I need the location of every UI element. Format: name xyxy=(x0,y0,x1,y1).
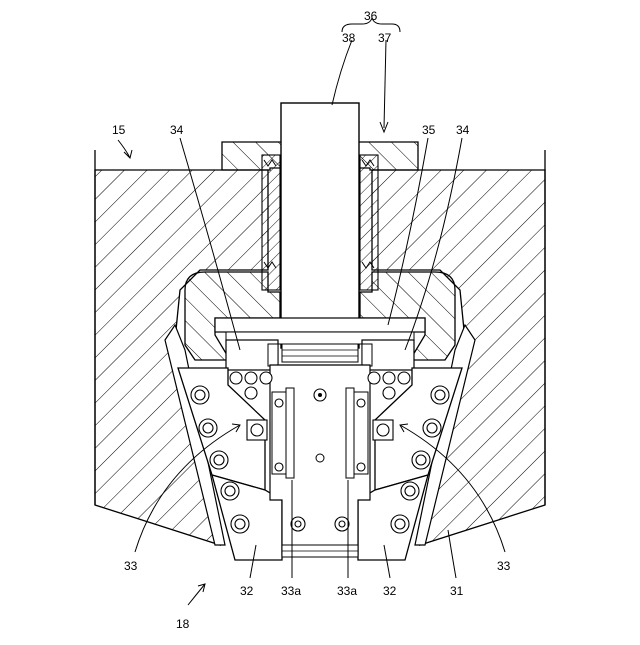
label-36: 36 xyxy=(364,9,378,23)
center-pin-lower xyxy=(316,454,324,462)
label-34-left: 34 xyxy=(170,123,184,137)
label-32-right: 32 xyxy=(383,584,397,598)
label-33a-left: 33a xyxy=(281,584,301,598)
label-15: 15 xyxy=(112,123,126,137)
label-35: 35 xyxy=(422,123,436,137)
label-18: 18 xyxy=(176,617,190,631)
label-33a-right: 33a xyxy=(337,584,357,598)
label-34-right: 34 xyxy=(456,123,470,137)
center-pin xyxy=(318,393,322,397)
label-38: 38 xyxy=(342,31,356,45)
label-33-left: 33 xyxy=(124,559,138,573)
label-37: 37 xyxy=(378,31,392,45)
label-32-left: 32 xyxy=(240,584,254,598)
rod-38 xyxy=(281,103,359,348)
label-31: 31 xyxy=(450,584,464,598)
label-33-right: 33 xyxy=(497,559,511,573)
